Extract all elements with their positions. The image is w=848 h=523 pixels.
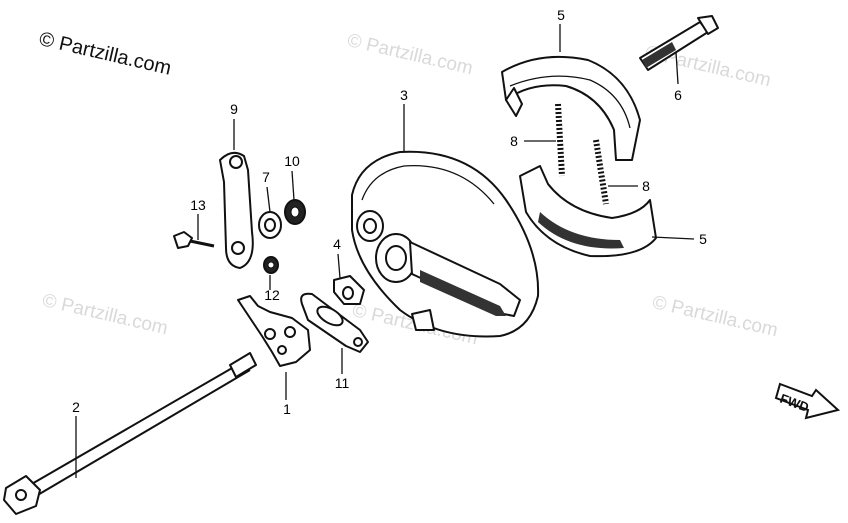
spring-upper-part (555, 103, 565, 177)
callout-6: 6 (674, 87, 682, 103)
spring-lower-part (593, 139, 609, 205)
callout-5-upper: 5 (557, 7, 565, 23)
bolt-part (173, 231, 215, 249)
callout-4: 4 (333, 236, 341, 252)
callout-12: 12 (264, 287, 280, 303)
callout-2: 2 (72, 399, 80, 415)
washer-4-part (333, 275, 365, 305)
callouts: 9 10 7 13 12 4 11 1 2 3 5 6 8 8 5 (72, 7, 707, 417)
callout-13: 13 (190, 197, 206, 213)
brake-shoe-upper-part (501, 55, 641, 161)
axle-part (3, 352, 257, 515)
callout-3: 3 (400, 87, 408, 103)
callout-11: 11 (335, 375, 350, 391)
brake-panel-part (351, 150, 540, 338)
small-nut-part (263, 256, 279, 274)
callout-8-upper: 8 (510, 133, 518, 149)
callout-1: 1 (283, 401, 291, 417)
plate-part (237, 295, 311, 367)
callout-8-lower: 8 (642, 178, 650, 194)
brake-arm-part (219, 151, 254, 269)
link-plate-part (300, 292, 369, 353)
fwd-arrow: FWD (774, 382, 841, 420)
cam-part (639, 15, 719, 71)
leader-lines (75, 24, 695, 478)
nut-part (284, 199, 306, 225)
callout-5-lower: 5 (699, 231, 707, 247)
callout-7: 7 (262, 169, 270, 185)
brake-shoe-lower-part (519, 165, 657, 258)
callout-10: 10 (284, 153, 300, 169)
washer-part (258, 211, 282, 239)
callout-9: 9 (230, 101, 238, 117)
